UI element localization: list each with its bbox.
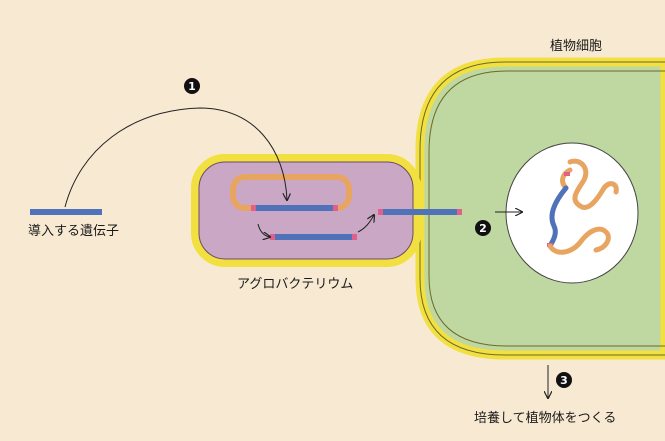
arrow-plasmid-to-copy	[257, 223, 270, 237]
step-3-badge: 3	[556, 372, 572, 388]
step-1-badge: 1	[184, 78, 200, 94]
chromosome-upper	[567, 158, 619, 210]
arrow-step1	[64, 107, 287, 208]
plant-cell-label: 植物細胞	[550, 39, 603, 54]
arrow-copy-to-transfer	[357, 215, 374, 233]
inserted-gene-chromosome	[547, 185, 569, 249]
culture-label: 培養して植物体をつくる	[474, 411, 617, 426]
step-2-badge: 2	[475, 220, 491, 236]
chromosome-lower	[547, 226, 611, 255]
agrobacterium-label: アグロバクテリウム	[237, 277, 354, 292]
nucleus	[505, 142, 639, 284]
gene-label: 導入する遺伝子	[28, 224, 120, 239]
